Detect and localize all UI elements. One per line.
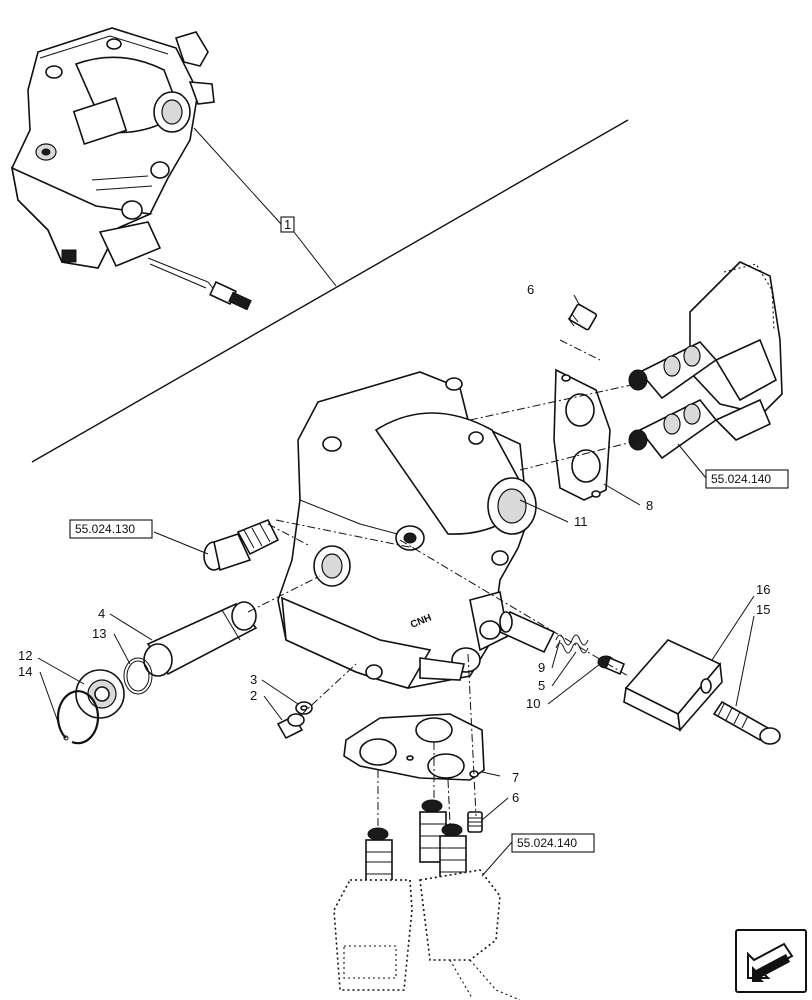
callout-16: 16 — [756, 582, 770, 597]
gasket-7 — [343, 713, 485, 781]
section-divider-line — [31, 119, 629, 463]
callout-11: 11 — [574, 514, 588, 529]
solenoid-valves-right — [628, 261, 783, 460]
block-16 — [623, 639, 723, 732]
callout-6-top: 6 — [527, 282, 534, 297]
callout-12: 12 — [18, 648, 32, 663]
assembled-valve-unit — [10, 27, 252, 311]
callout-15: 15 — [756, 602, 770, 617]
callout-6-bottom: 6 — [512, 790, 519, 805]
plug-assembly — [203, 518, 280, 572]
plug-2 — [276, 713, 305, 740]
callout-9: 9 — [538, 660, 545, 675]
svg-text:1: 1 — [284, 217, 291, 232]
spring-5 — [555, 634, 589, 654]
reference-box-55-024-140-right: 55.024.140 — [705, 469, 789, 489]
screw-15 — [712, 700, 781, 745]
cap-12 — [75, 669, 125, 719]
alignment-lines — [247, 339, 641, 830]
screw-6-bottom — [467, 811, 483, 833]
svg-text:55.024.130: 55.024.130 — [75, 522, 135, 536]
reference-box-55-024-140-bottom: 55.024.140 — [511, 833, 595, 853]
callout-5: 5 — [538, 678, 545, 693]
callout-7: 7 — [512, 770, 519, 785]
sleeve-4 — [143, 601, 258, 677]
solenoid-valves-bottom — [333, 799, 521, 1000]
callout-14: 14 — [18, 664, 32, 679]
callout-4: 4 — [98, 606, 105, 621]
snap-ring-14 — [56, 690, 100, 745]
screw-6-top — [567, 303, 598, 331]
callout-8: 8 — [646, 498, 653, 513]
callout-labels: 6 8 11 4 13 12 14 3 2 9 5 10 16 15 7 6 — [18, 282, 770, 805]
valve-body: CNH — [277, 371, 537, 689]
svg-text:55.024.140: 55.024.140 — [517, 836, 577, 850]
reference-box-55-024-130: 55.024.130 — [69, 519, 153, 539]
callout-2: 2 — [250, 688, 257, 703]
callout-13: 13 — [92, 626, 106, 641]
o-ring-13 — [123, 657, 153, 695]
pin-9 — [498, 610, 556, 654]
exploded-view-arrow-icon — [735, 929, 807, 993]
gasket-8 — [553, 368, 611, 501]
svg-text:55.024.140: 55.024.140 — [711, 472, 771, 486]
washer-3 — [295, 701, 313, 715]
callout-1: 1 — [193, 127, 337, 287]
callout-3: 3 — [250, 672, 257, 687]
leader-lines — [37, 294, 755, 877]
callout-10: 10 — [526, 696, 540, 711]
